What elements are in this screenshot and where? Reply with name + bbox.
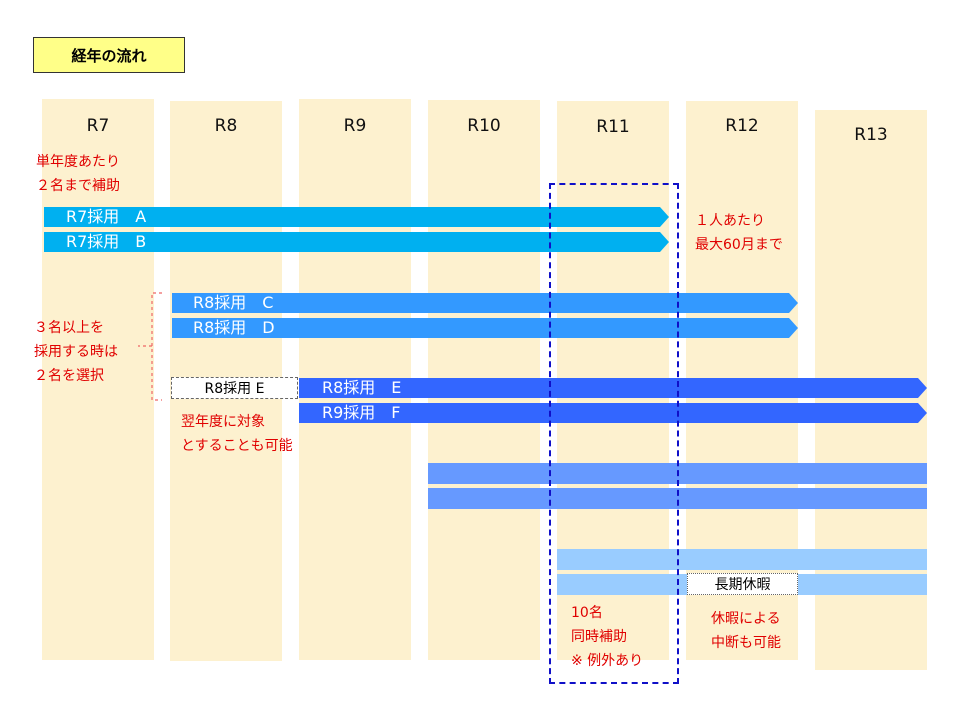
note-simultaneous: 10名 同時補助 ※ 例外あり [571,605,644,669]
deferred-r8-e-box: R8採用 E [171,377,298,399]
year-label-r11: R11 [596,117,630,137]
bar-label-r8-d: R8採用 D [193,318,275,337]
bar-label-r9-f: R9採用 F [322,403,401,422]
year-label-r13: R13 [854,125,888,145]
note-leave: 休暇による 中断も可能 [711,611,781,651]
bar-label-r7-b: R7採用 B [66,232,147,251]
bar-r7-a [44,207,669,227]
note-three-or-more: ３名以上を 採用する時は ２名を選択 [34,320,118,384]
bar-r11-1 [557,549,927,570]
bar-label-r8-e: R8採用 E [322,378,402,397]
simultaneous-frame [549,183,679,684]
bar-r7-b [44,232,669,252]
year-label-r7: R7 [86,116,110,136]
year-label-r10: R10 [467,116,501,136]
bar-label-r8-c: R8採用 C [193,293,274,312]
bar-r8-c [172,293,798,313]
bar-label-r7-a: R7採用 A [66,207,147,226]
year-column-r7: R7 [42,99,154,660]
bar-r8-d [172,318,798,338]
selection-bracket [138,292,162,401]
bar-r9-f [299,403,927,423]
diagram-title: 経年の流れ [33,37,185,73]
note-single-year: 単年度あたり ２名まで補助 [36,154,120,194]
year-label-r12: R12 [725,116,759,136]
year-label-r8: R8 [214,116,238,136]
note-next-year: 翌年度に対象 とすることも可能 [181,414,293,454]
year-label-r9: R9 [343,116,367,136]
long-leave-box: 長期休暇 [687,573,798,595]
bar-r8-e [299,378,927,398]
note-per-person: １人あたり 最大60月まで [695,213,783,253]
